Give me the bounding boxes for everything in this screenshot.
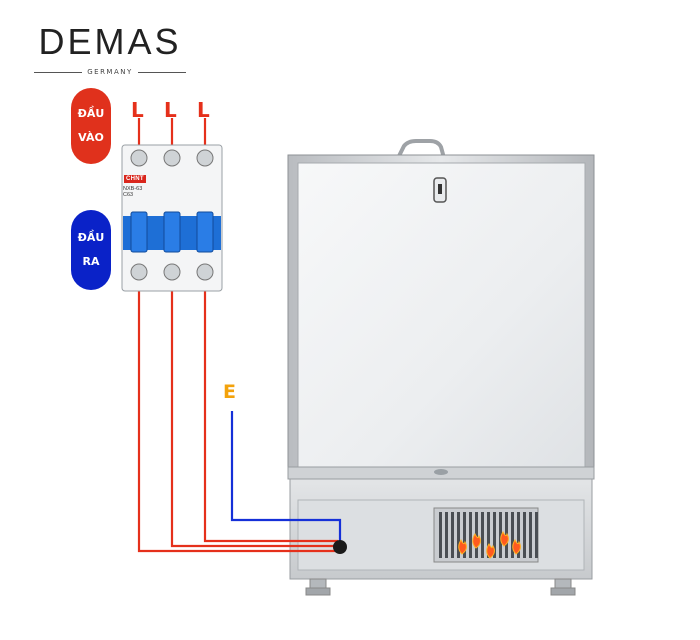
flame-icon [500, 530, 509, 547]
vent-slat [517, 512, 520, 558]
ledge-button [434, 469, 448, 475]
flame-icon [512, 538, 521, 555]
vent-slat [487, 512, 490, 558]
output-label-pill: ĐẦU RA [71, 210, 111, 290]
breaker-bottom-terminals [130, 263, 214, 281]
output-label-line1: ĐẦU [77, 231, 105, 244]
input-label-line1: ĐẦU [77, 107, 105, 120]
breaker-toggles [130, 211, 214, 253]
vent-slat [475, 512, 478, 558]
breaker-model: NXB-63 [123, 186, 143, 192]
vent-grille [433, 507, 539, 563]
brand-name: DEMAS [38, 21, 182, 62]
vent-slat [451, 512, 454, 558]
brand-divider-left [34, 72, 82, 73]
flame-icon [472, 532, 481, 549]
phase-wire-out-3 [203, 282, 338, 543]
vent-slat [463, 512, 466, 558]
vent-slat [523, 512, 526, 558]
breaker-top-terminals [130, 149, 214, 167]
vent-slat [439, 512, 442, 558]
cabinet-legs [305, 578, 576, 596]
flame-icon [486, 542, 495, 559]
earth-wire [230, 411, 342, 545]
phase-label-1: L [131, 98, 144, 122]
flame-icon [458, 538, 467, 555]
breaker-model-info: NXB-63 C63 [123, 186, 142, 198]
vent-slat [481, 512, 484, 558]
vent-slat [469, 512, 472, 558]
vent-slat [511, 512, 514, 558]
brand-subtitle: GERMANY [87, 68, 133, 76]
door-panel [297, 162, 586, 469]
input-label-pill: ĐẦU VÀO [71, 88, 111, 164]
vent-slat [457, 512, 460, 558]
brand-divider-right [138, 72, 186, 73]
door-latch-icon [433, 177, 447, 203]
phase-label-2: L [164, 98, 177, 122]
vent-slat [499, 512, 502, 558]
breaker-brand: CHNT [124, 175, 146, 183]
connection-terminal [333, 540, 347, 554]
phase-wires [137, 118, 338, 553]
breaker-rating: C63 [123, 192, 134, 198]
vent-slat [529, 512, 532, 558]
vent-slat [535, 512, 538, 558]
cabinet [287, 139, 595, 596]
top-handle [396, 139, 446, 159]
circuit-breaker [121, 144, 223, 292]
input-label-line2: VÀO [78, 131, 104, 144]
phase-wire-out-2 [170, 282, 338, 548]
vent-slat [445, 512, 448, 558]
phase-label-3: L [197, 98, 210, 122]
heater-flames [458, 530, 521, 559]
vent-slat [493, 512, 496, 558]
output-label-line2: RA [82, 255, 100, 268]
brand-logo: DEMAS GERMANY [30, 22, 190, 82]
phase-wire-out-1 [137, 282, 338, 553]
earth-label: E [223, 381, 236, 403]
